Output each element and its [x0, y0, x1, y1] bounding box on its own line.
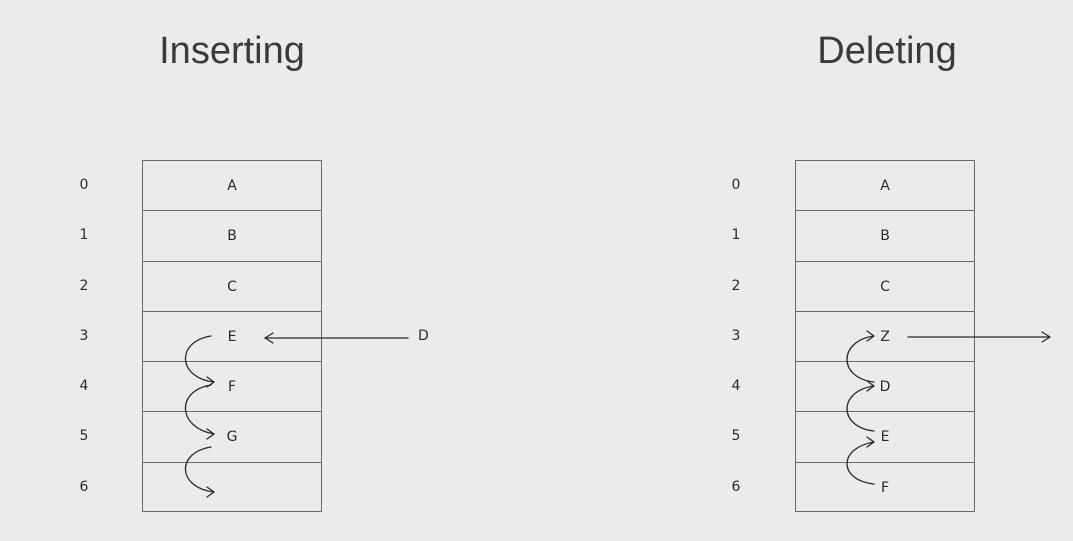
delete-index-label: 3 — [731, 327, 741, 344]
delete-array: A B C Z D E F — [795, 160, 975, 512]
delete-cell-value: C — [880, 278, 890, 295]
insert-index-column: 0 1 2 3 4 5 6 — [74, 160, 94, 512]
insert-cell-value: B — [227, 228, 237, 245]
insert-index-label: 5 — [79, 428, 89, 445]
delete-cell-value: E — [880, 429, 890, 446]
delete-index-label: 5 — [731, 428, 741, 445]
delete-array-cell: F — [796, 463, 974, 513]
insert-index-label: 2 — [79, 277, 89, 294]
delete-array-cell: C — [796, 262, 974, 312]
delete-cell-value: D — [879, 379, 891, 396]
delete-array-cell: D — [796, 362, 974, 413]
insert-array-cell: F — [143, 362, 321, 413]
delete-cell-value: A — [880, 178, 890, 194]
insert-cell-value: F — [227, 379, 237, 396]
delete-index-label: 6 — [731, 478, 741, 495]
insert-cell-value: E — [227, 328, 237, 345]
deleting-title: Deleting — [817, 30, 957, 72]
insert-array-cell: E — [143, 312, 321, 363]
insert-array-cell: A — [143, 161, 321, 212]
delete-index-label: 2 — [731, 277, 741, 294]
delete-cell-value: Z — [880, 328, 890, 345]
delete-array-cell: A — [796, 161, 974, 212]
delete-array-cell: Z — [796, 312, 974, 363]
delete-array-cell: B — [796, 211, 974, 262]
insert-index-label: 6 — [79, 478, 89, 495]
delete-index-column: 0 1 2 3 4 5 6 — [726, 160, 746, 512]
delete-index-label: 4 — [731, 378, 741, 395]
delete-array-cell: E — [796, 412, 974, 463]
inserting-title: Inserting — [159, 30, 305, 72]
insert-cell-value: A — [227, 178, 237, 194]
delete-cell-value: F — [880, 479, 890, 496]
insert-index-label: 4 — [79, 378, 89, 395]
insert-array-cell: G — [143, 412, 321, 463]
delete-index-label: 1 — [731, 227, 741, 244]
delete-cell-value: B — [880, 228, 890, 245]
insert-index-label: 0 — [79, 177, 89, 193]
insert-array-cell: C — [143, 262, 321, 312]
insert-index-label: 1 — [79, 227, 89, 244]
insert-cell-value: G — [226, 429, 238, 446]
delete-index-label: 0 — [731, 177, 741, 193]
insert-index-label: 3 — [79, 327, 89, 344]
insert-array-cell — [143, 463, 321, 513]
insert-array-cell: B — [143, 211, 321, 262]
insert-new-value-label: D — [418, 328, 429, 344]
insert-cell-value: C — [227, 278, 237, 295]
insert-array: A B C E F G — [142, 160, 322, 512]
